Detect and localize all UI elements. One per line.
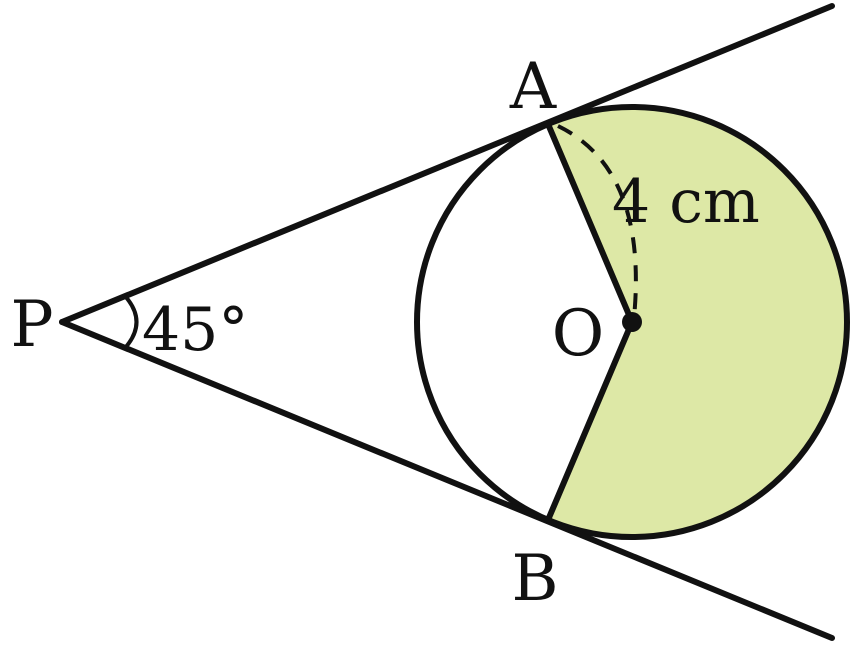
- label-o: O: [552, 297, 604, 371]
- tangent-line-pa: [59, 3, 835, 325]
- center-point: [622, 312, 642, 332]
- shaded-sector: [548, 106, 847, 537]
- label-radius: 4 cm: [612, 167, 760, 237]
- label-angle: 45°: [142, 295, 248, 365]
- label-a: A: [509, 50, 557, 124]
- circle: [414, 104, 850, 540]
- radius-oa: [545, 121, 635, 325]
- angle-arc: [123, 294, 139, 350]
- tangent-line-pb: [59, 319, 835, 641]
- label-p: P: [10, 288, 53, 362]
- label-b: B: [511, 542, 558, 616]
- radius-dimension-arc: [557, 124, 638, 319]
- radius-ob: [545, 319, 635, 523]
